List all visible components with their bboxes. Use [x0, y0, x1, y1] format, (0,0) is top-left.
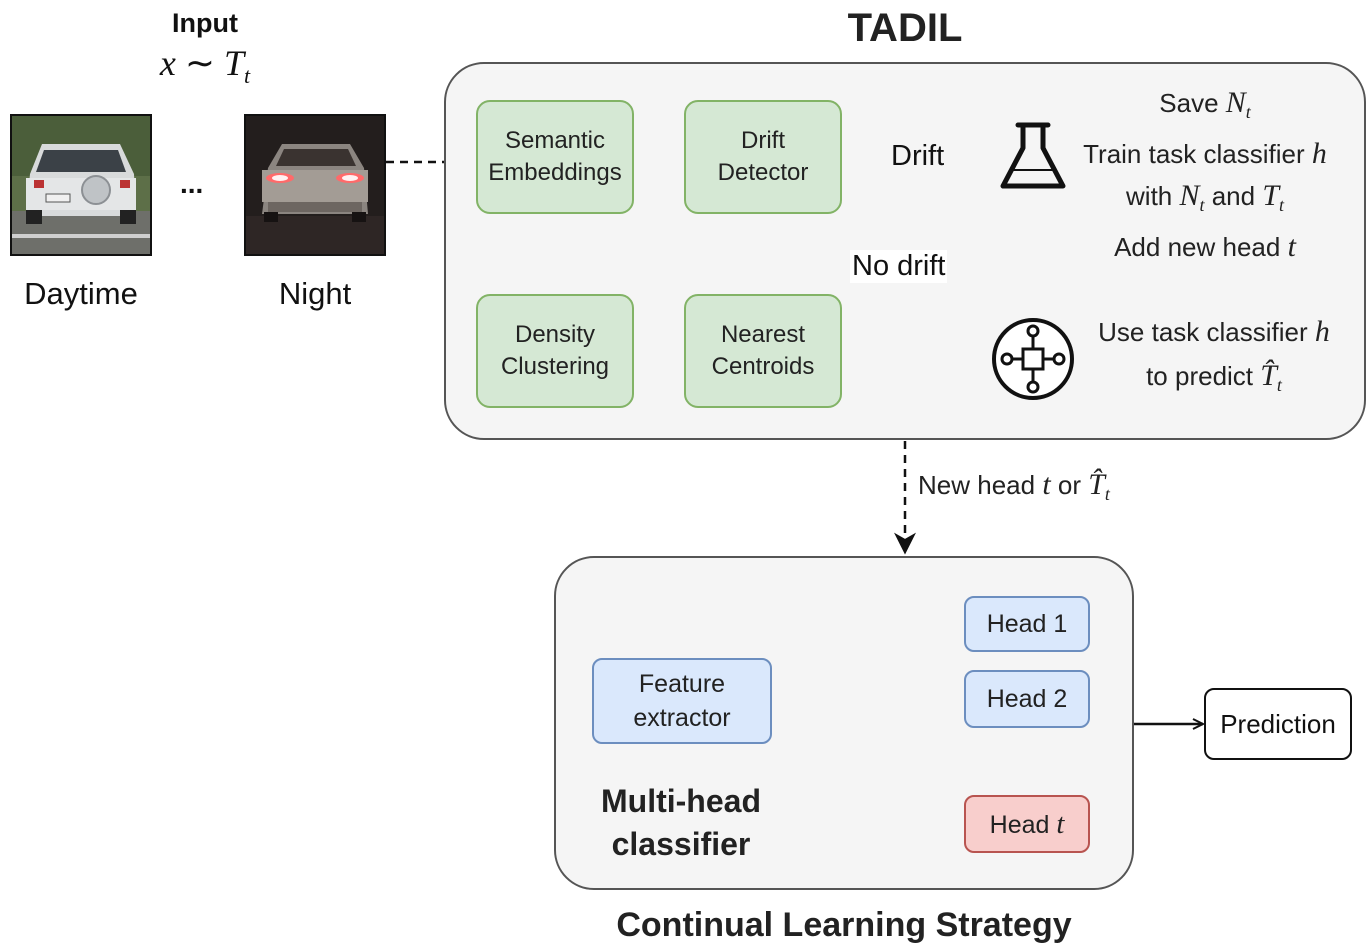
add-line: Add new head t: [1114, 230, 1296, 264]
centroids-line2: Centroids: [711, 353, 815, 380]
drift-actions: Save Nt Train task classifier h with Nt …: [1060, 82, 1350, 268]
strategy-title: Continual Learning Strategy: [616, 906, 1072, 944]
density-clustering-box[interactable]: Density Clustering: [476, 294, 634, 408]
use-line: Use task classifier h: [1098, 315, 1330, 348]
semantic-line2: Embeddings: [488, 159, 622, 186]
input-formula: x ∼ Tt: [130, 42, 280, 89]
drift-line1: Drift: [741, 127, 785, 154]
feature-line2: extractor: [633, 704, 731, 732]
head-t-label: Head t: [989, 807, 1065, 840]
night-label: Night: [278, 276, 352, 311]
predict-actions: Use task classifier h to predict T̂t: [1076, 310, 1352, 407]
train-line: Train task classifier h: [1083, 137, 1327, 171]
semantic-line1: Semantic: [504, 127, 606, 154]
new-head-label: New head t or T̂t: [918, 468, 1110, 505]
no-drift-edge-label: No drift: [850, 250, 948, 283]
formula-T: T: [224, 43, 245, 83]
night-image: [244, 114, 386, 256]
input-title: Input: [172, 8, 238, 38]
drift-detector-box[interactable]: Drift Detector: [684, 100, 842, 214]
drift-edge-label: Drift: [891, 140, 945, 173]
head-1-label: Head 1: [986, 610, 1068, 638]
with-line: with Nt and Tt: [1126, 179, 1284, 216]
density-line1: Density: [514, 321, 596, 348]
density-line2: Clustering: [500, 353, 610, 380]
daytime-image: [10, 114, 152, 256]
circuit-classifier-icon: [992, 318, 1074, 400]
flask-icon: [1000, 122, 1066, 189]
semantic-embeddings-box[interactable]: Semantic Embeddings: [476, 100, 634, 214]
prediction-label: Prediction: [1220, 708, 1336, 739]
multi-head-label: Multi-head classifier: [601, 783, 761, 862]
nearest-centroids-box[interactable]: Nearest Centroids: [684, 294, 842, 408]
head-2-box[interactable]: Head 2: [964, 670, 1090, 728]
prediction-box[interactable]: Prediction: [1204, 688, 1352, 760]
feature-extractor-box[interactable]: Feature extractor: [592, 658, 772, 744]
image-ellipsis: ...: [180, 168, 204, 199]
save-line: Save Nt: [1159, 86, 1251, 123]
daytime-label: Daytime: [24, 276, 138, 311]
to-predict-line: to predict T̂t: [1146, 359, 1282, 396]
feature-line1: Feature: [638, 670, 726, 698]
drift-line2: Detector: [717, 159, 809, 186]
formula-sim: ∼: [184, 43, 215, 83]
head-2-label: Head 2: [986, 685, 1068, 713]
formula-sub: t: [244, 63, 251, 89]
head-t-box[interactable]: Head t: [964, 795, 1090, 853]
centroids-line1: Nearest: [720, 321, 806, 348]
head-1-box[interactable]: Head 1: [964, 596, 1090, 652]
formula-x: x: [159, 43, 176, 83]
tadil-title: TADIL: [847, 6, 963, 50]
